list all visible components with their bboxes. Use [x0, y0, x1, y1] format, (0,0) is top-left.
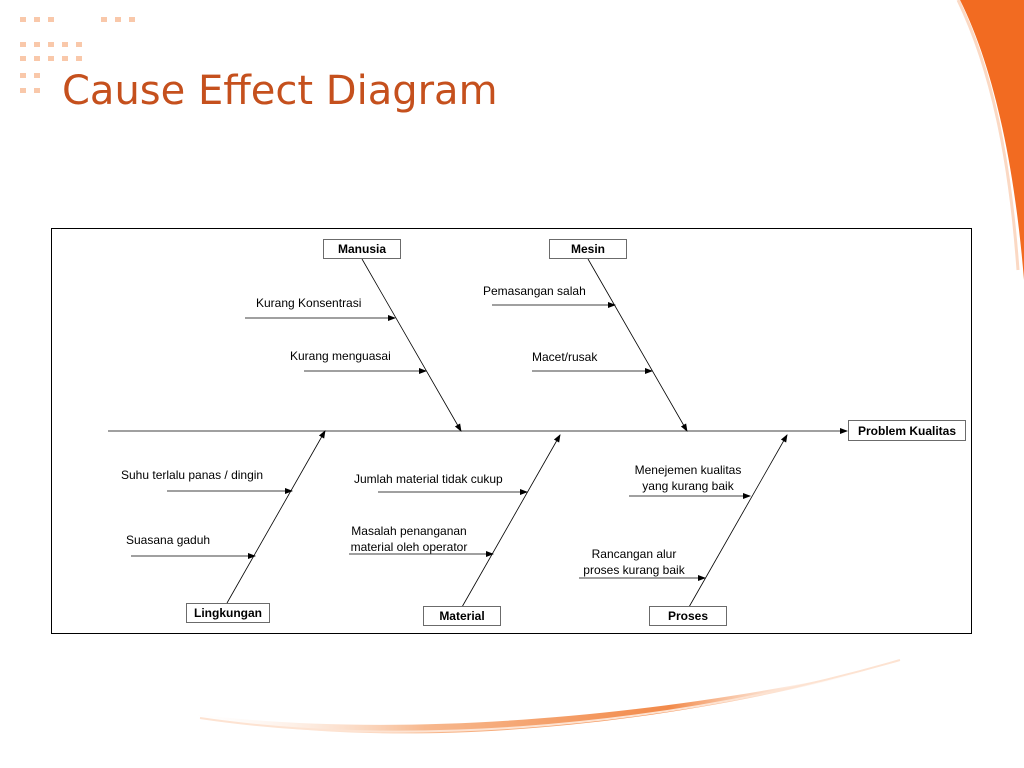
bone-material — [461, 434, 561, 608]
cause-masalah-penanganan-line1: Masalah penanganan — [351, 524, 467, 538]
cause-masalah-penanganan: Masalah penanganan material oleh operato… — [338, 523, 480, 555]
cause-rancangan-line1: Rancangan alur — [591, 547, 677, 561]
cause-menejemen: Menejemen kualitas yang kurang baik — [620, 462, 756, 494]
cause-suasana-gaduh: Suasana gaduh — [126, 533, 211, 547]
cause-menejemen-line2: yang kurang baik — [642, 479, 734, 493]
category-box-manusia: Manusia — [323, 239, 401, 259]
cause-rancangan: Rancangan alur proses kurang baik — [572, 546, 696, 578]
slide-title: Cause Effect Diagram — [62, 68, 498, 114]
category-box-mesin: Mesin — [549, 239, 627, 259]
category-box-proses: Proses — [649, 606, 727, 626]
bone-proses — [688, 434, 788, 608]
cause-kurang-konsentrasi: Kurang Konsentrasi — [256, 296, 362, 310]
cause-suhu: Suhu terlalu panas / dingin — [121, 468, 264, 482]
category-box-lingkungan: Lingkungan — [186, 603, 270, 623]
effect-box: Problem Kualitas — [848, 420, 966, 441]
cause-menejemen-line1: Menejemen kualitas — [634, 463, 742, 477]
cause-pemasangan-salah: Pemasangan salah — [483, 284, 586, 298]
cause-kurang-menguasai: Kurang menguasai — [290, 349, 391, 363]
bone-lingkungan — [226, 430, 326, 604]
cause-macet-rusak: Macet/rusak — [532, 350, 598, 364]
category-box-material: Material — [423, 606, 501, 626]
fishbone-lines — [108, 258, 848, 608]
cause-rancangan-line2: proses kurang baik — [583, 563, 685, 577]
fishbone-diagram: Manusia Mesin Lingkungan Material Proses… — [51, 228, 972, 634]
cause-jumlah-material: Jumlah material tidak cukup — [354, 472, 503, 486]
bone-mesin — [587, 258, 688, 432]
dot-pattern-decoration — [20, 17, 135, 93]
bone-manusia — [361, 258, 462, 432]
cause-masalah-penanganan-line2: material oleh operator — [350, 540, 468, 554]
